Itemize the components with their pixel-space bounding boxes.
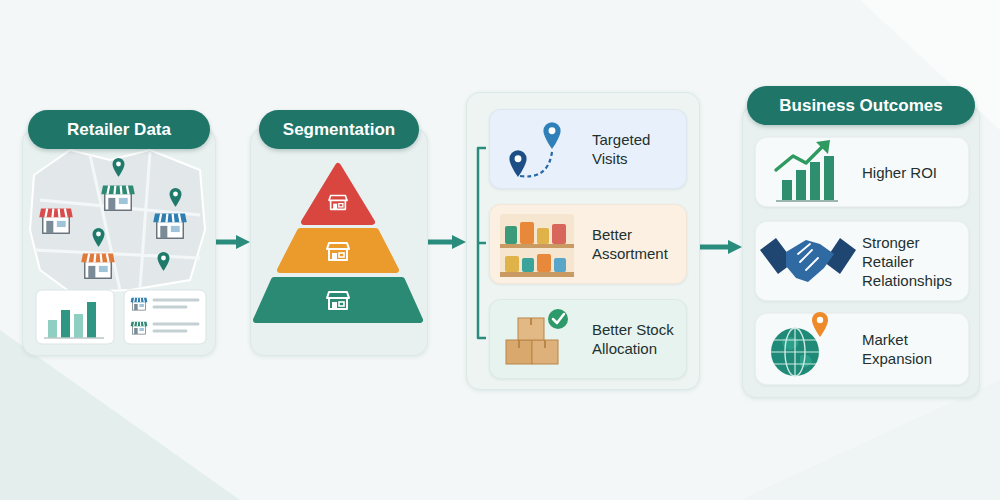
boxes-icon (553, 314, 564, 323)
stage-panel: Business OutcomesHigher ROIStronger Reta… (742, 104, 980, 398)
boxes-icon (506, 309, 568, 364)
globe-icon (812, 312, 828, 337)
shelf-icon (537, 254, 551, 272)
flow-arrow (216, 240, 240, 245)
shelf-icon (500, 214, 574, 276)
store-list-card (124, 290, 206, 344)
shelf-icon (500, 244, 574, 248)
item-card: Stronger Retailer Relationships (755, 221, 969, 301)
shelf-icon (552, 224, 566, 244)
item-card: Market Expansion (755, 313, 969, 385)
growth-chart-icon (810, 162, 820, 200)
retailer-map-illustration (30, 150, 205, 292)
item-label: Better Stock Allocation (592, 320, 678, 358)
handshake-icon (760, 238, 856, 282)
shelf-icon (554, 258, 566, 272)
stage-panel: Retailer Data (22, 128, 216, 356)
stage-heading: Segmentation (259, 110, 419, 149)
item-card: Better Stock Allocation (489, 299, 687, 379)
shelf-icon (500, 214, 574, 277)
globe-icon (771, 328, 819, 376)
shelf-icon (505, 256, 519, 272)
segmentation-pyramid (327, 292, 349, 309)
handshake-icon (798, 244, 818, 270)
handshake-icon (786, 240, 834, 282)
handshake-icon (824, 238, 856, 274)
retailer-map-illustration (81, 254, 115, 279)
item-card: Targeted Visits (489, 109, 687, 189)
globe-icon (771, 312, 828, 376)
store-list-card (124, 290, 206, 344)
bracket (478, 148, 486, 338)
bar-chart-card (74, 314, 83, 338)
item-label: Higher ROI (862, 163, 937, 182)
handshake-icon (760, 238, 794, 274)
bar-chart-card (36, 290, 114, 344)
background (740, 380, 1000, 500)
item-label: Market Expansion (862, 330, 960, 368)
store-list-card (154, 300, 198, 331)
segmentation-pyramid (304, 166, 372, 222)
shelf-icon (522, 258, 534, 272)
growth-chart-icon (796, 170, 806, 200)
route-pins-icon (543, 122, 560, 149)
route-pins-icon (509, 122, 560, 177)
item-card: Better Assortment (489, 204, 687, 284)
growth-chart-icon (824, 156, 834, 200)
stage-heading: Retailer Data (28, 110, 210, 149)
shelf-icon (500, 272, 574, 277)
segmentation-pyramid (280, 231, 396, 270)
action-group: Targeted VisitsBetter AssortmentBetter S… (466, 92, 700, 390)
retailer-map-illustration (170, 188, 182, 207)
growth-chart-icon (816, 140, 830, 154)
globe-icon (782, 337, 812, 367)
stage-panel: Segmentation (250, 128, 428, 356)
retailer-map-illustration (39, 209, 73, 234)
flow-arrow (700, 245, 732, 250)
bar-chart-card (44, 337, 104, 339)
shelf-icon (537, 228, 549, 244)
bar-chart-card (36, 290, 114, 344)
route-pins-icon (509, 150, 526, 177)
globe-icon (771, 328, 819, 376)
growth-chart-icon (776, 147, 822, 170)
item-label: Stronger Retailer Relationships (862, 233, 960, 290)
bar-chart-card (61, 310, 70, 338)
growth-chart-icon (776, 140, 838, 201)
segmentation-pyramid (327, 243, 349, 260)
bar-chart-card (48, 320, 57, 338)
boxes-icon (518, 318, 544, 340)
retailer-map-illustration (101, 186, 135, 211)
bar-chart-card (87, 302, 96, 338)
retailer-map-illustration (35, 152, 200, 290)
shelf-icon (520, 222, 534, 244)
segmentation-pyramid (256, 166, 420, 320)
item-label: Better Assortment (592, 225, 678, 263)
store-list-card (131, 298, 148, 310)
stage-heading: Business Outcomes (747, 86, 975, 125)
flow-arrow (428, 240, 456, 245)
segmentation-pyramid (329, 195, 347, 209)
retailer-map-illustration (93, 228, 105, 247)
retailer-map-illustration (30, 150, 205, 292)
retailer-map-illustration (153, 214, 187, 239)
store-list-card (131, 322, 148, 334)
growth-chart-icon (776, 200, 838, 202)
globe-icon (785, 328, 805, 376)
shelf-icon (505, 226, 517, 244)
boxes-icon (519, 318, 545, 348)
boxes-icon (548, 309, 568, 329)
boxes-icon (506, 340, 532, 364)
boxes-icon (532, 340, 558, 364)
retailer-map-illustration (158, 252, 170, 271)
growth-chart-icon (782, 180, 792, 200)
retailer-map-illustration (113, 158, 125, 177)
item-label: Targeted Visits (592, 130, 678, 168)
item-card: Higher ROI (755, 137, 969, 207)
route-pins-icon (520, 152, 552, 177)
segmentation-pyramid (256, 280, 420, 320)
